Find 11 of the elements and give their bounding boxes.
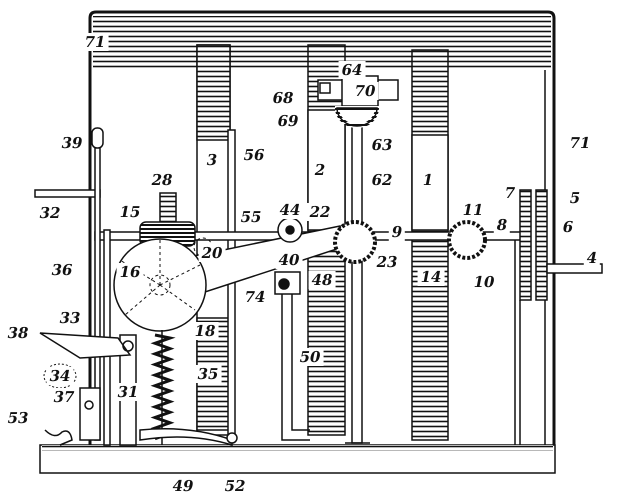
callout-number: 50 [296, 348, 324, 366]
callout-number: 14 [418, 268, 444, 286]
callout-number: 20 [198, 244, 226, 262]
callout-number: 35 [194, 365, 222, 383]
callout-number: 64 [338, 61, 366, 79]
callout-number: 34 [46, 367, 74, 385]
callout-number: 9 [388, 223, 406, 241]
callout-number: 40 [276, 251, 302, 269]
callout-number: 8 [494, 216, 510, 234]
callout-number: 48 [308, 271, 336, 289]
callout-number: 4 [584, 249, 600, 267]
